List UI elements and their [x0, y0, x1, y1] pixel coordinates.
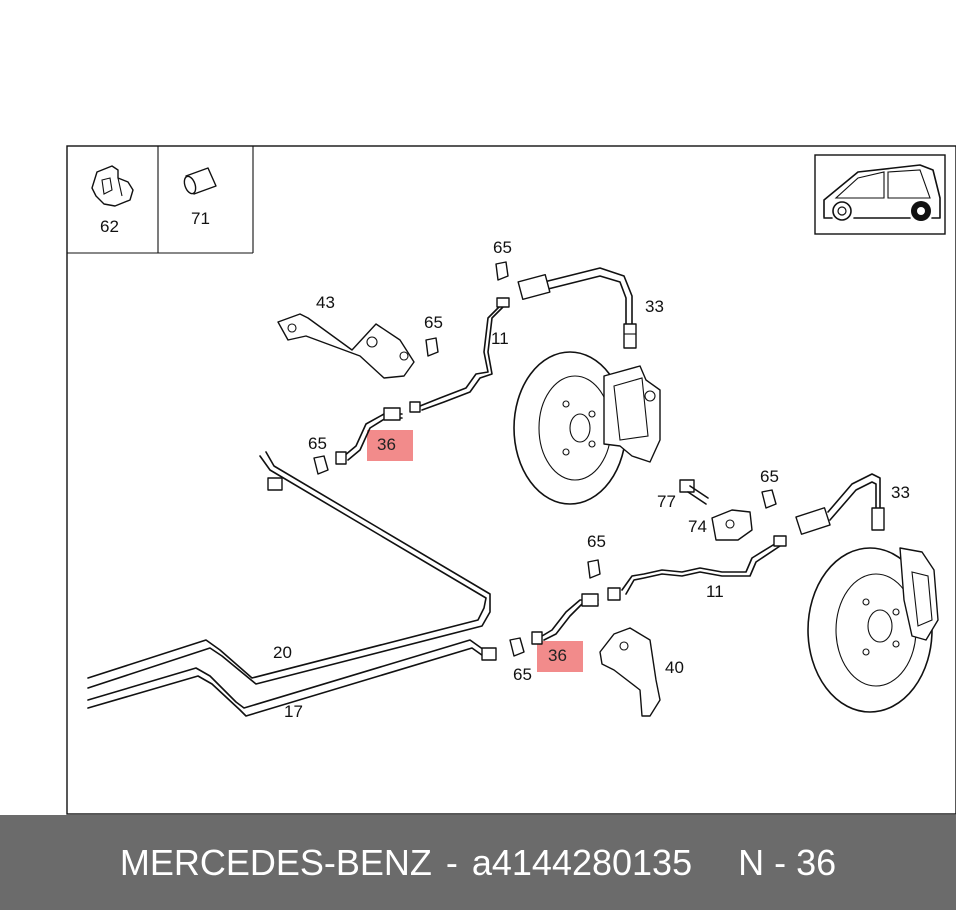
sleeve-71-part: [183, 167, 217, 195]
highlight-callout-36-upper: [367, 430, 413, 461]
brake-caliper-lower-part: [899, 547, 939, 641]
callout-40: 40: [665, 658, 684, 677]
bracket-74-part: [711, 509, 753, 541]
brake-lines-diagram: 62 71 65 43 65 33 11 36 65 65 33 77 74 6…: [66, 145, 956, 815]
callout-65: 65: [587, 532, 606, 551]
part-info-footer: MERCEDES-BENZ - a4144280135 N - 36: [0, 815, 956, 910]
callout-11: 11: [706, 582, 724, 601]
callout-36: 36: [377, 435, 396, 454]
highlight-callout-36-lower: [537, 641, 583, 672]
brake-disc-lower-part: [807, 547, 933, 713]
callout-65: 65: [760, 467, 779, 486]
callout-71: 71: [191, 209, 210, 228]
separator: -: [445, 841, 458, 883]
clip-65-part: [587, 559, 601, 579]
callout-43: 43: [316, 293, 335, 312]
clip-65-part: [761, 489, 777, 509]
clip-65-part: [313, 455, 329, 475]
brake-line-11-part: [419, 303, 503, 407]
callout-33: 33: [645, 297, 664, 316]
brake-caliper-upper-part: [603, 365, 661, 463]
clip-65-part: [495, 261, 509, 281]
callout-77: 77: [657, 492, 676, 511]
callout-62: 62: [100, 217, 119, 236]
brand-name: MERCEDES-BENZ: [119, 841, 432, 883]
part-number: a4144280135: [471, 841, 693, 883]
diagram-position: N - 36: [738, 841, 837, 883]
callout-36: 36: [548, 646, 567, 665]
brake-line-17-20-part: [87, 451, 497, 717]
callout-33: 33: [891, 483, 910, 502]
callout-65: 65: [493, 238, 512, 257]
brake-hose-33-part: [543, 267, 633, 331]
callout-20: 20: [273, 643, 292, 662]
callout-11: 11: [491, 329, 509, 348]
brake-hose-33-part: [827, 473, 881, 513]
vehicle-thumbnail: [814, 154, 946, 235]
callout-74: 74: [688, 517, 707, 536]
bracket-40-part: [599, 627, 661, 717]
callout-65: 65: [308, 434, 327, 453]
small-parts-box: [67, 146, 254, 254]
clip-65-part: [509, 637, 525, 657]
bolt-77-part: [679, 479, 709, 505]
clip-65-part: [425, 337, 439, 357]
callout-17: 17: [284, 702, 303, 721]
bracket-43-part: [277, 313, 415, 379]
callout-65: 65: [513, 665, 532, 684]
diagram-frame: [66, 145, 956, 815]
callout-65: 65: [424, 313, 443, 332]
clip-62-part: [91, 165, 134, 207]
brake-line-11-part: [621, 541, 779, 591]
